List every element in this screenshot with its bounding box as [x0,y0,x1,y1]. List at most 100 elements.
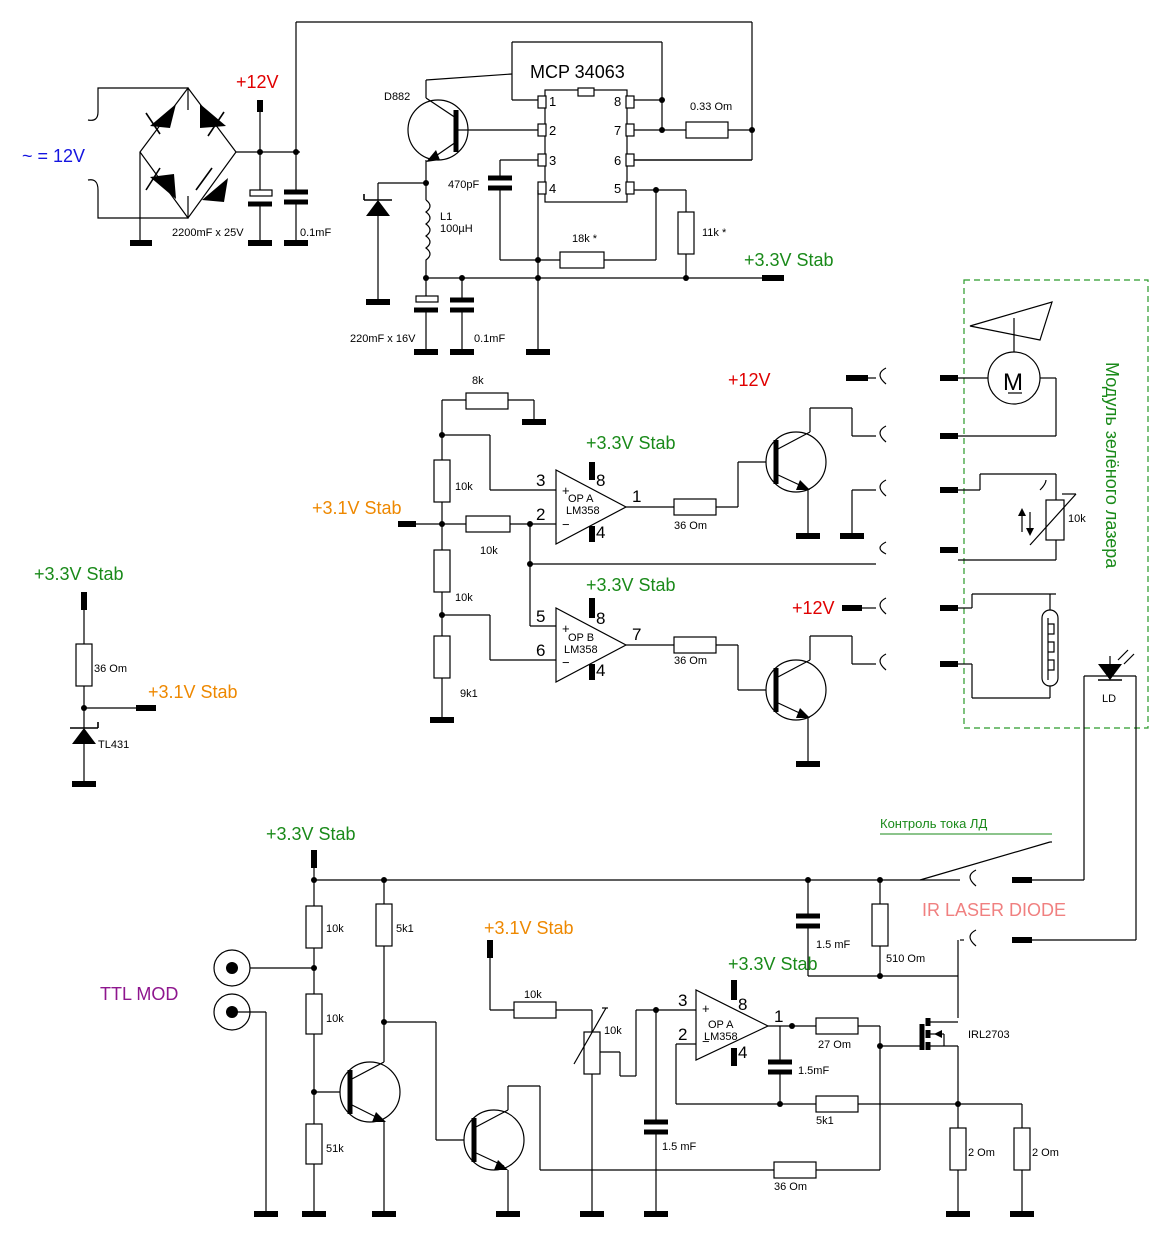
ac-input-label: ~ = 12V [22,146,85,166]
tl431-reference [70,592,156,787]
opa-pin1: 1 [632,487,641,506]
r10k-2-label: 10k [480,545,498,557]
svg-text:+: + [562,483,570,498]
r2-2-label: 2 Om [1032,1147,1059,1159]
opb-pin4: 4 [596,661,605,680]
plus33-label-6: +3.3V Stab [728,954,818,974]
input-capacitors [248,100,308,246]
c220-label: 220mF x 16V [350,333,416,345]
plus33-label-5: +3.3V Stab [266,824,356,844]
thermistor-label: 10k [1068,513,1086,525]
ttl-mod-label: TTL MOD [100,984,178,1004]
opa-pin8: 8 [596,471,605,490]
r36-1-label: 36 Om [674,520,707,532]
bridge-rectifier [87,87,300,246]
ir-laser-driver [213,841,1136,1217]
plus12-label-3: +12V [792,598,835,618]
r510-label: 510 Om [886,953,925,965]
svg-text:−: − [562,655,570,670]
svg-text:+: + [562,621,570,636]
ic-pin-3: 3 [549,153,556,168]
plus31-label-2: +3.1V Stab [148,682,238,702]
c15-1-label: 1.5 mF [816,939,851,951]
r10k-5-label: 10k [326,1013,344,1025]
r10k-1-label: 10k [455,481,473,493]
opa-type: LM358 [566,505,600,517]
r5k1-2-label: 5k1 [816,1115,834,1127]
opb-name: OP B [568,632,594,644]
buck-converter [295,21,784,355]
labels: ~ = 12V +12V 2200mF x 25V 0.1mF MCP 3406… [22,62,1122,1193]
opa-pin3: 3 [536,471,545,490]
irl2703-label: IRL2703 [968,1029,1010,1041]
plus12-label-2: +12V [728,370,771,390]
r36-4-label: 36 Om [774,1181,807,1193]
opb-pin8: 8 [596,609,605,628]
ir-laser-label: IR LASER DIODE [922,900,1066,920]
r9k1-label: 9k1 [460,688,478,700]
op3-pin1: 1 [774,1007,783,1026]
r51k-label: 51k [326,1143,344,1155]
r8k-label: 8k [472,375,484,387]
opa-name: OP A [568,493,594,505]
op3-name: OP A [708,1019,734,1031]
r36-2-label: 36 Om [674,655,707,667]
c2200-label: 2200mF x 25V [172,227,244,239]
r11k-label: 11k * [702,227,727,239]
c01b-label: 0.1mF [474,333,505,345]
op3-pin2: 2 [678,1025,687,1044]
plus31-label-3: +3.1V Stab [484,918,574,938]
ld-current-label: Контроль тока ЛД [880,816,987,831]
opb-type: LM358 [564,644,598,656]
op3-type: LM358 [704,1031,738,1043]
opb-pin5: 5 [536,607,545,626]
c15-2-label: 1.5 mF [662,1141,697,1153]
r2-1-label: 2 Om [968,1147,995,1159]
op3-pin3: 3 [678,991,687,1010]
ic-pin-2: 2 [549,123,556,138]
r5k1-1-label: 5k1 [396,923,414,935]
ic-pin-5: 5 [614,181,621,196]
r36-3-label: 36 Om [94,663,127,675]
d882-label: D882 [384,91,410,103]
l1-value: 100µH [440,223,473,235]
r033-label: 0.33 Om [690,101,732,113]
plus33-label-3: +3.3V Stab [586,575,676,595]
opa-pin2: 2 [536,505,545,524]
ic-pin-8: 8 [614,94,621,109]
svg-text:+: + [702,1001,710,1016]
r10k-4-label: 10k [326,923,344,935]
ic-pin-4: 4 [549,181,556,196]
r27-label: 27 Om [818,1039,851,1051]
ic-title: MCP 34063 [530,62,625,82]
tl431-label: TL431 [98,739,129,751]
ic-pins [537,95,635,195]
plus33-label-2: +3.3V Stab [586,433,676,453]
opb-pin7: 7 [632,625,641,644]
c470p-label: 470pF [448,179,479,191]
r10k-3-label: 10k [455,592,473,604]
ic-pin-6: 6 [614,153,621,168]
opamp-section [398,367,887,767]
c01a-label: 0.1mF [300,227,331,239]
svg-text:−: − [562,517,570,532]
opa-pin4: 4 [596,523,605,542]
svg-text:M: M [1003,369,1023,396]
plus31-label-1: +3.1V Stab [312,498,402,518]
r18k-label: 18k * [572,233,598,245]
l1-name: L1 [440,211,452,223]
op3-pin8: 8 [738,995,747,1014]
green-laser-module: M [940,279,1149,940]
ic-pin-1: 1 [549,94,556,109]
plus12-label-1: +12V [236,72,279,92]
op3-pin4: 4 [738,1043,747,1062]
plus33-label-1: +3.3V Stab [744,250,834,270]
ic-pin-7: 7 [614,123,621,138]
plus33-label-4: +3.3V Stab [34,564,124,584]
c15b-label: 1.5mF [798,1065,829,1077]
module-label: Модуль зелёного лазера [1102,362,1122,569]
opb-pin6: 6 [536,641,545,660]
svg-text:−: − [702,1034,710,1049]
